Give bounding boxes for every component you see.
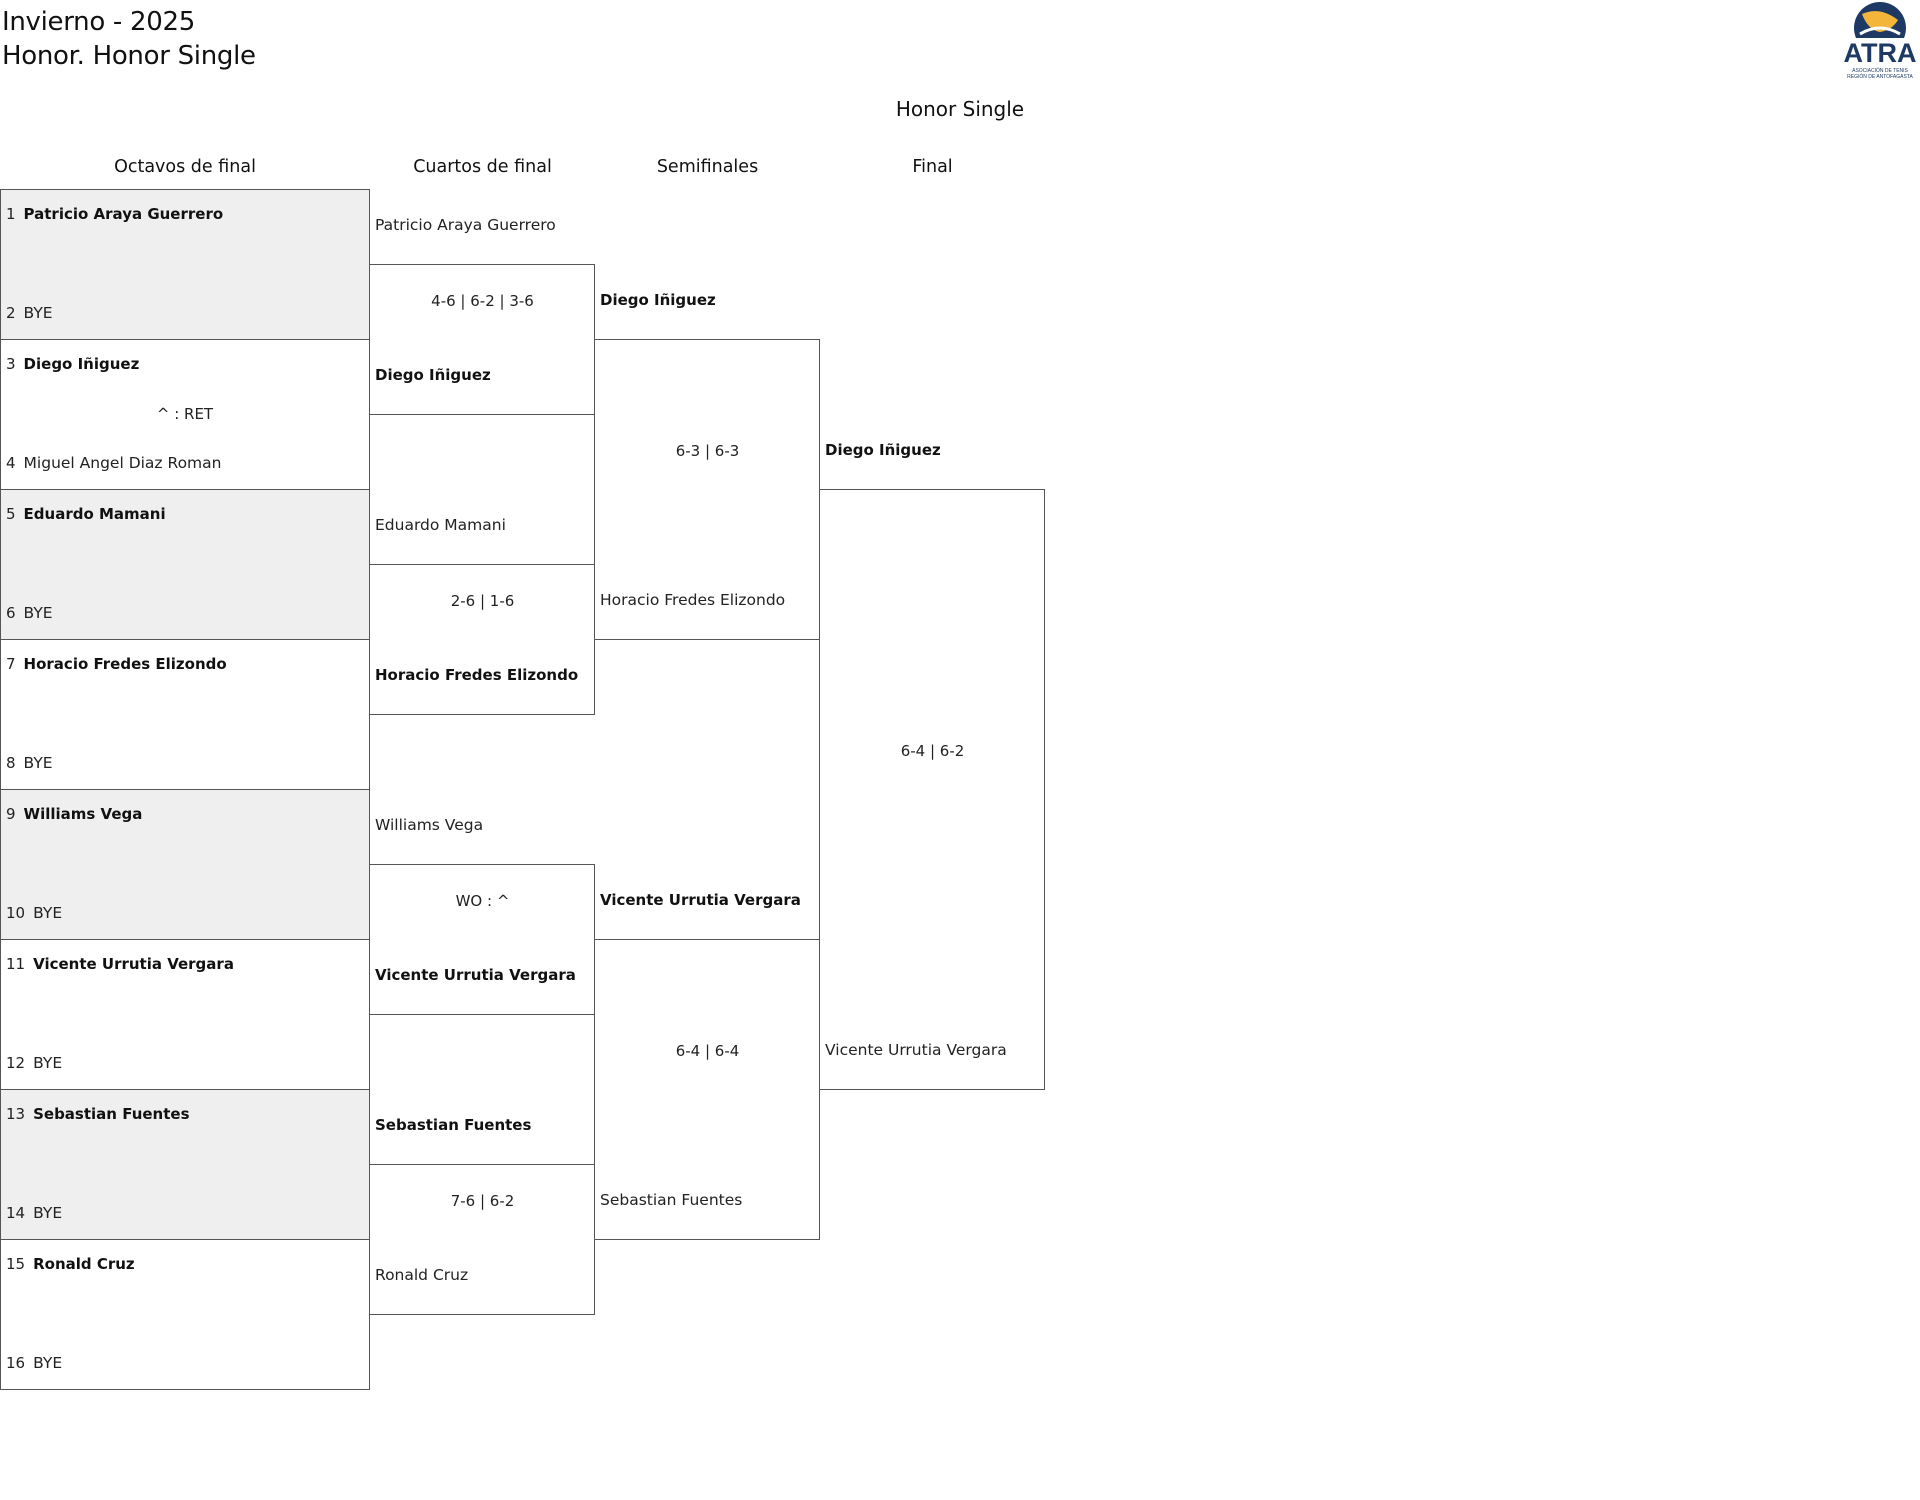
qf-score-4: 7-6 | 6-2 bbox=[450, 1192, 515, 1210]
round-header-sf: Semifinales bbox=[656, 157, 759, 177]
draw-title: Honor Single bbox=[895, 97, 1025, 121]
final-score: 6-4 | 6-2 bbox=[900, 742, 965, 760]
r16-match-1 bbox=[0, 189, 370, 340]
qf-score-1: 4-6 | 6-2 | 3-6 bbox=[431, 292, 534, 310]
r16-match-7 bbox=[0, 1089, 370, 1240]
qf-entry-1: Patricio Araya Guerrero bbox=[375, 216, 556, 234]
round-header-final: Final bbox=[912, 157, 953, 177]
logo-text: ATRA bbox=[1844, 38, 1917, 68]
qf-entry-3: Eduardo Mamani bbox=[375, 516, 506, 534]
sf-entry-4: Sebastian Fuentes bbox=[600, 1191, 743, 1209]
atra-logo: ATRA ASOCIACIÓN DE TENIS REGIÓN DE ANTOF… bbox=[1842, 0, 1918, 82]
final-match bbox=[819, 489, 1045, 1090]
sf-entry-2: Horacio Fredes Elizondo bbox=[600, 591, 786, 609]
qf-entry-8: Ronald Cruz bbox=[375, 1266, 469, 1284]
qf-match-2 bbox=[369, 564, 595, 715]
sf-score-2: 6-4 | 6-4 bbox=[675, 1042, 740, 1060]
qf-entry-2: Diego Iñiguez bbox=[375, 366, 491, 384]
final-entry-1: Diego Iñiguez bbox=[825, 441, 941, 459]
round-header-qf: Cuartos de final bbox=[413, 157, 552, 177]
qf-match-4 bbox=[369, 1164, 595, 1315]
qf-entry-5: Williams Vega bbox=[375, 816, 484, 834]
qf-entry-6: Vicente Urrutia Vergara bbox=[375, 966, 576, 984]
qf-match-1 bbox=[369, 264, 595, 415]
qf-score-3: WO : ^ bbox=[455, 892, 510, 910]
final-entry-2: Vicente Urrutia Vergara bbox=[825, 1041, 1007, 1059]
qf-entry-4: Horacio Fredes Elizondo bbox=[375, 666, 579, 684]
sf-score-1: 6-3 | 6-3 bbox=[675, 442, 740, 460]
category-title: Honor. Honor Single bbox=[2, 41, 256, 71]
round-header-r16: Octavos de final bbox=[114, 157, 256, 177]
season-title: Invierno - 2025 bbox=[2, 7, 195, 37]
r16-match-5 bbox=[0, 789, 370, 940]
sf-entry-3: Vicente Urrutia Vergara bbox=[600, 891, 801, 909]
qf-match-3 bbox=[369, 864, 595, 1015]
sf-entry-1: Diego Iñiguez bbox=[600, 291, 716, 309]
qf-entry-7: Sebastian Fuentes bbox=[375, 1116, 532, 1134]
logo-subtext-2: REGIÓN DE ANTOFAGASTA bbox=[1847, 73, 1913, 80]
logo-subtext-1: ASOCIACIÓN DE TENIS bbox=[1852, 67, 1908, 74]
r16-score-2: ^ : RET bbox=[156, 405, 214, 423]
qf-score-2: 2-6 | 1-6 bbox=[450, 592, 515, 610]
